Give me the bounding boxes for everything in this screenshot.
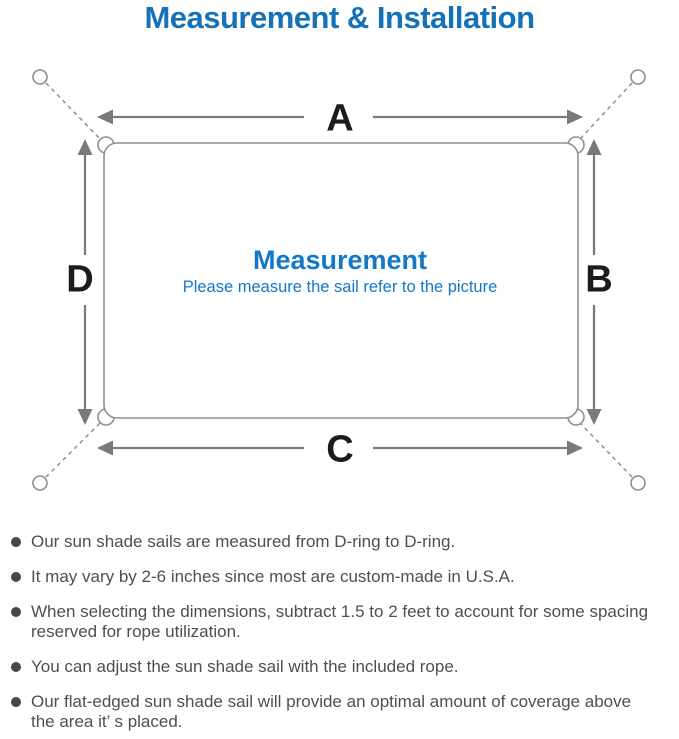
note-text: reserved for rope utilization. xyxy=(31,622,241,641)
arrowhead-d-down xyxy=(77,409,93,425)
note-item-flat-edged-coverage: Our flat-edged sun shade sail will provi… xyxy=(0,692,679,732)
dim-label-d: D xyxy=(66,259,93,301)
rope-bottom-left xyxy=(45,422,101,478)
note-item-dring-measure: Our sun shade sails are measured from D-… xyxy=(0,532,679,552)
note-text: You can adjust the sun shade sail with t… xyxy=(31,657,459,676)
anchor-points xyxy=(32,69,646,491)
sail-rectangle xyxy=(103,142,579,419)
anchor-circle-top-right xyxy=(630,69,646,85)
note-text: When selecting the dimensions, subtract … xyxy=(31,602,649,621)
rope-top-left xyxy=(45,82,101,140)
dimension-line-d xyxy=(77,139,93,425)
arrowhead-a-right xyxy=(567,109,583,125)
rope-dashed-lines xyxy=(45,82,633,478)
dimension-line-a xyxy=(97,109,583,125)
diagram-heading: Measurement xyxy=(253,245,427,275)
diagram-subheading: Please measure the sail refer to the pic… xyxy=(183,278,498,296)
arrowhead-b-up xyxy=(586,139,602,155)
dim-label-a: A xyxy=(326,98,353,140)
page-title: Measurement & Installation xyxy=(144,0,535,35)
dim-label-b: B xyxy=(585,259,612,301)
arrowhead-a-left xyxy=(97,109,113,125)
anchor-circle-top-left xyxy=(32,69,48,85)
note-item-vary-inches: It may vary by 2-6 inches since most are… xyxy=(0,567,679,587)
dimension-line-c xyxy=(97,440,583,456)
dimension-line-b xyxy=(586,139,602,425)
arrowhead-c-left xyxy=(97,440,113,456)
note-item-adjust-rope: You can adjust the sun shade sail with t… xyxy=(0,657,679,677)
arrowhead-b-down xyxy=(586,409,602,425)
dim-label-c: C xyxy=(326,429,353,471)
sail-measurement-diagram: A C D B Measurement Please measure the s… xyxy=(32,69,646,491)
anchor-circle-bottom-right xyxy=(630,475,646,491)
arrowhead-c-right xyxy=(567,440,583,456)
anchor-circle-bottom-left xyxy=(32,475,48,491)
rope-bottom-right xyxy=(579,422,633,478)
measurement-notes-list: Our sun shade sails are measured from D-… xyxy=(0,532,679,739)
rope-top-right xyxy=(579,82,633,140)
note-text: Our sun shade sails are measured from D-… xyxy=(31,532,456,551)
note-text: Our flat-edged sun shade sail will provi… xyxy=(31,692,632,711)
note-item-subtract-feet: When selecting the dimensions, subtract … xyxy=(0,602,679,642)
note-text: It may vary by 2-6 inches since most are… xyxy=(31,567,515,586)
note-text: the area it’ s placed. xyxy=(31,712,183,731)
arrowhead-d-up xyxy=(77,139,93,155)
